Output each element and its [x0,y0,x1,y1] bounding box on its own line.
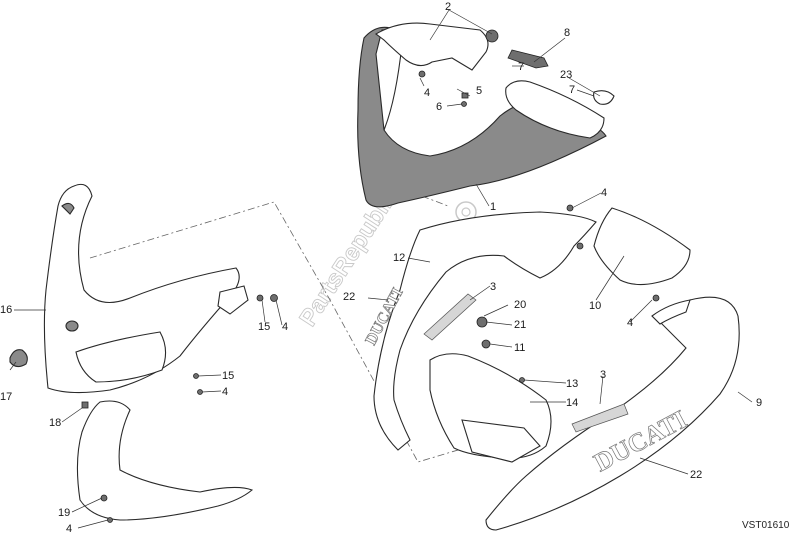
callout-20: 20 [514,299,526,311]
callout-18: 18 [49,417,61,429]
left-front-fairing-panel [43,183,240,394]
callout-13: 13 [566,378,578,390]
decal-strip [423,293,477,341]
callout-14: 14 [566,397,578,409]
callout-17: 17 [0,391,12,403]
leader-lines [9,9,753,529]
callout-4: 4 [627,317,633,329]
callout-15: 15 [222,370,234,382]
callout-23: 23 [560,69,572,81]
upper-fairing-assembly [357,22,615,208]
callout-3: 3 [490,281,496,293]
callout-7: 7 [518,61,524,73]
callout-3: 3 [600,369,606,381]
callout-4: 4 [601,187,607,199]
side-duct-10 [593,207,691,286]
mirror-mount-cover [61,202,75,215]
panel-9-top-edge [651,299,691,325]
fastener [476,204,584,383]
callout-15: 15 [258,321,270,333]
side-panel-12 [373,211,597,451]
callout-4: 4 [66,523,72,535]
callout-9: 9 [756,397,762,409]
fairing-side-bracket [217,285,249,315]
callout-8: 8 [564,27,570,39]
callout-1: 1 [490,201,496,213]
fastener [652,294,660,302]
side-air-duct [505,80,605,139]
callout-labels: 2 8 7 23 7 4 5 6 1 4 12 3 22 20 21 11 10… [0,1,762,535]
callout-22: 22 [343,291,355,303]
fastener [418,29,499,107]
callout-16: 16 [0,304,12,316]
callout-4: 4 [222,386,228,398]
callout-11: 11 [514,342,525,354]
callout-21: 21 [514,319,526,331]
callout-4: 4 [282,321,288,333]
lower-belly-panel [76,400,254,521]
callout-22: 22 [690,469,702,481]
callout-10: 10 [589,300,601,312]
left-fairing-assembly [9,183,278,523]
guide-line [89,201,479,463]
callout-5: 5 [476,85,482,97]
cable-clip [593,90,615,105]
callout-6: 6 [436,101,442,113]
callout-12: 12 [393,252,405,264]
headlight-upper-bracket [375,22,489,71]
drawing-code: VST01610 [742,520,790,531]
callout-19: 19 [58,507,70,519]
decal-strip-3 [571,403,629,433]
center-side-panel: DUCATI [362,204,597,463]
fairing-vent-hole [65,320,79,332]
inner-duct [461,419,541,463]
callout-7: 7 [569,84,575,96]
inner-fairing-lower-edge [75,331,167,383]
grommet-17 [9,349,28,368]
fastener [81,294,278,523]
clip-bracket [507,49,549,69]
callout-2: 2 [445,1,451,13]
callout-4: 4 [424,87,430,99]
